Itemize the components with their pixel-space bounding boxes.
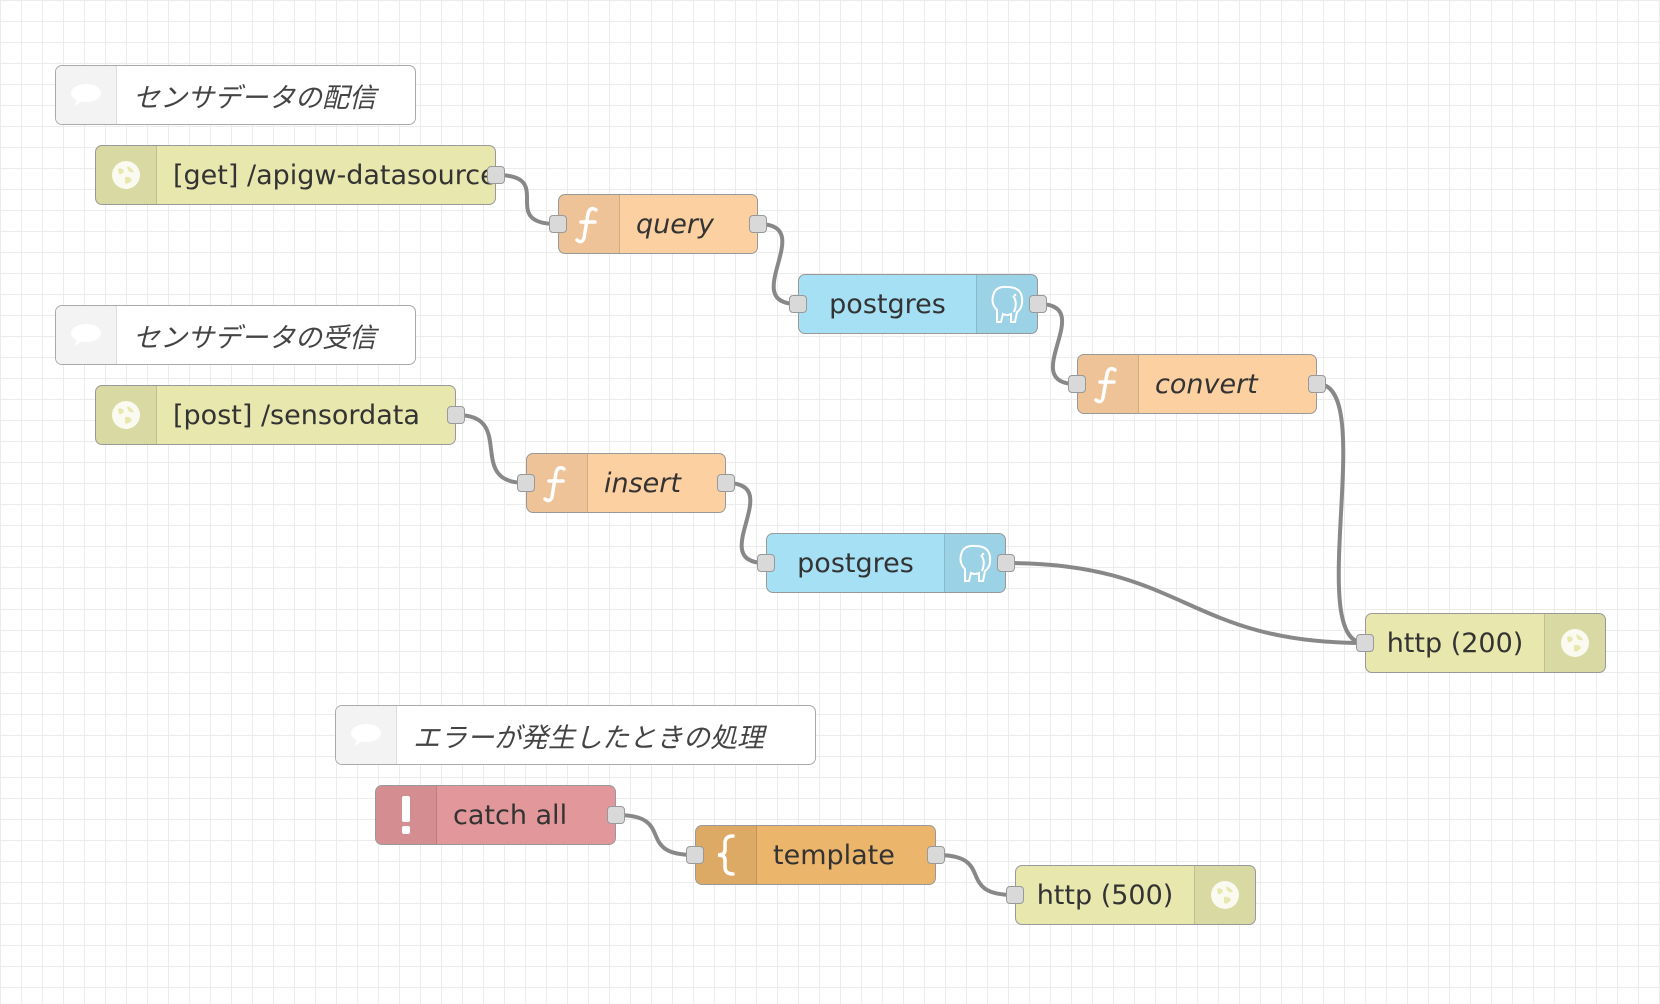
input-port[interactable]: [1356, 634, 1374, 652]
comment-text: センサデータの配信: [133, 82, 376, 114]
elephant-icon: [976, 275, 1037, 333]
node-label: postgres: [797, 547, 914, 579]
comment-icon: [336, 706, 397, 764]
output-port[interactable]: [749, 215, 767, 233]
output-port[interactable]: [717, 474, 735, 492]
output-port[interactable]: [997, 554, 1015, 572]
globe-icon: [96, 386, 157, 444]
comment-icon: [56, 306, 117, 364]
node-label: postgres: [829, 288, 946, 320]
wire-postgres2-to-http200[interactable]: [1006, 561, 1365, 645]
function-icon: [1078, 355, 1139, 413]
node-label: catch all: [453, 799, 568, 831]
wire-postgres1-to-convert[interactable]: [1038, 302, 1077, 386]
node-label: insert: [604, 467, 681, 499]
node-label: [get] /apigw-datasource: [173, 159, 497, 191]
comment-text: センサデータの受信: [133, 322, 376, 354]
function-node-insert[interactable]: insert: [517, 453, 735, 513]
postgres-node-1[interactable]: postgres: [789, 274, 1047, 334]
template-node[interactable]: template: [686, 825, 945, 885]
output-port[interactable]: [487, 166, 505, 184]
wire-query-to-postgres1[interactable]: [758, 222, 798, 306]
globe-icon: [1544, 614, 1605, 672]
node-label: http (500): [1036, 879, 1174, 911]
output-port[interactable]: [447, 406, 465, 424]
wire-template-to-http500[interactable]: [936, 853, 1015, 897]
catch-node[interactable]: catch all: [375, 785, 625, 845]
function-icon: [527, 454, 588, 512]
input-port[interactable]: [686, 846, 704, 864]
globe-icon: [1194, 866, 1255, 924]
function-node-convert[interactable]: convert: [1068, 354, 1326, 414]
output-port[interactable]: [607, 806, 625, 824]
comment-node-distribute[interactable]: センサデータの配信: [55, 65, 416, 125]
wire-catch_all-to-template[interactable]: [616, 813, 695, 857]
input-port[interactable]: [517, 474, 535, 492]
input-port[interactable]: [789, 295, 807, 313]
output-port[interactable]: [927, 846, 945, 864]
output-port[interactable]: [1308, 375, 1326, 393]
comment-node-error[interactable]: エラーが発生したときの処理: [335, 705, 816, 765]
wire-post_in-to-insert[interactable]: [456, 413, 526, 485]
elephant-icon: [944, 534, 1005, 592]
node-label: query: [636, 208, 714, 240]
input-port[interactable]: [757, 554, 775, 572]
output-port[interactable]: [1029, 295, 1047, 313]
comment-text: エラーが発生したときの処理: [413, 722, 764, 754]
globe-icon: [96, 146, 157, 204]
input-port[interactable]: [1068, 375, 1086, 393]
wire-insert-to-postgres2[interactable]: [726, 481, 766, 565]
http-response-node-500[interactable]: http (500): [1006, 865, 1256, 925]
http-in-node-post[interactable]: [post] /sensordata: [95, 385, 465, 445]
http-response-node-200[interactable]: http (200): [1356, 613, 1606, 673]
comment-node-receive[interactable]: センサデータの受信: [55, 305, 416, 365]
http-in-node-get[interactable]: [get] /apigw-datasource: [95, 145, 505, 205]
wire-convert-to-http200[interactable]: [1317, 382, 1365, 645]
function-icon: [559, 195, 620, 253]
node-label: [post] /sensordata: [173, 399, 420, 431]
function-node-query[interactable]: query: [549, 194, 767, 254]
input-port[interactable]: [1006, 886, 1024, 904]
node-label: http (200): [1386, 627, 1524, 659]
postgres-node-2[interactable]: postgres: [757, 533, 1015, 593]
node-label: template: [773, 839, 895, 871]
exclamation-icon: [376, 786, 437, 844]
comment-icon: [56, 66, 117, 124]
wire-get_in-to-query[interactable]: [496, 173, 558, 226]
node-label: convert: [1155, 368, 1258, 400]
input-port[interactable]: [549, 215, 567, 233]
curly-brace-icon: [696, 826, 757, 884]
